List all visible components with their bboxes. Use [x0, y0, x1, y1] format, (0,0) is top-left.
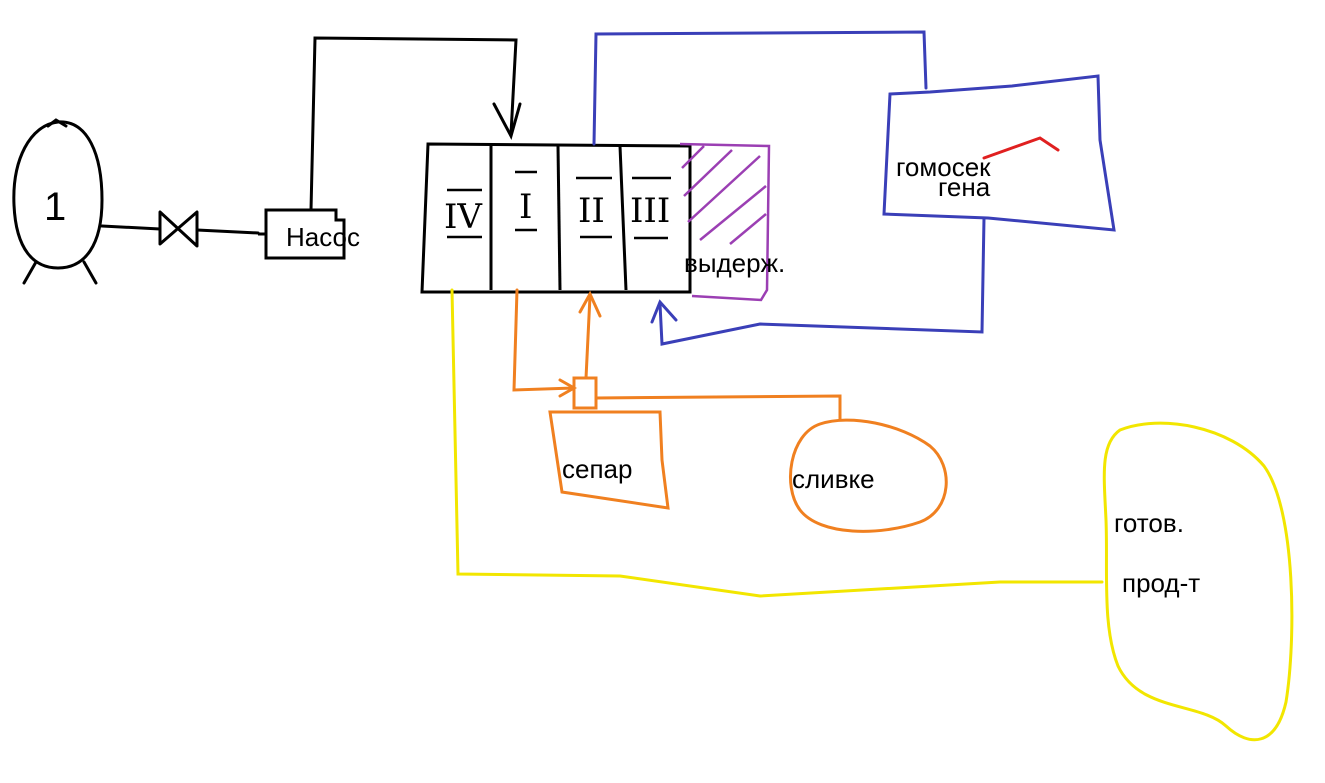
- arrow-down-icon: [492, 102, 522, 141]
- tank-top: [46, 118, 68, 128]
- pipe-product: [450, 288, 1104, 598]
- product-tank: [1102, 421, 1294, 742]
- tank-number: 1: [44, 185, 66, 229]
- arrow-up-icon-orange: [578, 290, 602, 318]
- section-labels: [447, 170, 671, 240]
- separator-connector: [572, 376, 598, 410]
- holding-section: [679, 142, 771, 302]
- pipe-tank-to-pump: [100, 224, 260, 235]
- product-label-line2: прод-т: [1122, 568, 1200, 598]
- product-label-line1: готов.: [1114, 508, 1184, 538]
- storage-tank: [12, 118, 104, 285]
- pipe-pump-to-pasteurizer: [309, 36, 522, 212]
- tank-leg-left: [22, 260, 38, 285]
- tank-body: [12, 120, 104, 270]
- separator: [548, 410, 670, 510]
- pasteurizer: [420, 142, 692, 294]
- section-i-label: I: [519, 187, 532, 227]
- tank-leg-right: [82, 260, 98, 285]
- section-ii-label: II: [578, 191, 605, 231]
- homogenizer: [882, 74, 1116, 232]
- valve-icon: [158, 210, 199, 248]
- arrow-up-icon: [650, 299, 678, 324]
- section-iii-label: III: [630, 191, 670, 231]
- strike-through: [982, 136, 1060, 160]
- pump-label: Насос: [286, 222, 360, 252]
- pump: [258, 208, 346, 260]
- cream-label: сливке: [792, 464, 875, 494]
- pipe-homogenizer-loop: [592, 30, 986, 346]
- cream-tank: [788, 418, 948, 533]
- homogenizer-label-line2: гена: [938, 172, 991, 202]
- holding-label: выдерж.: [684, 248, 785, 278]
- homogenizer-label-line1: гомосек: [896, 152, 991, 182]
- section-iv-label: IV: [444, 197, 483, 237]
- pipe-separator: [512, 288, 842, 422]
- separator-label: сепар: [562, 454, 632, 484]
